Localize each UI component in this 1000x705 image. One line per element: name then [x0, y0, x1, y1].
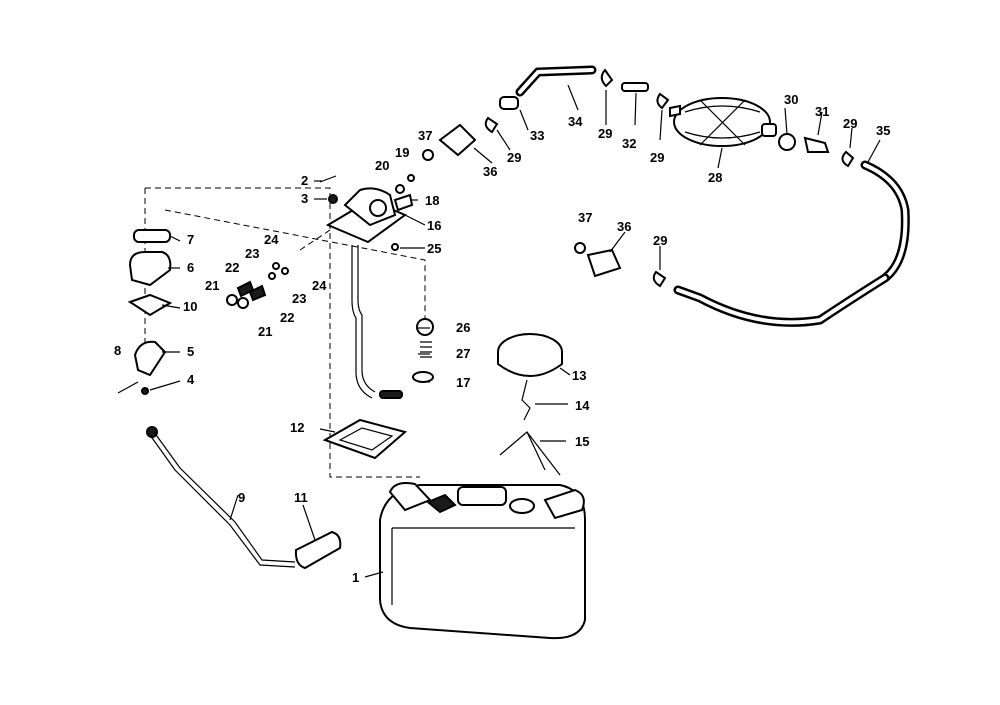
callout-21-lower: 21: [258, 324, 272, 339]
fittings: [422, 68, 855, 288]
callout-2: 2: [301, 173, 308, 188]
fuel-pickup-assembly: [325, 187, 414, 399]
callout-36-b: 36: [617, 219, 631, 234]
callout-31: 31: [815, 104, 829, 119]
callout-19: 19: [395, 145, 409, 160]
callout-1: 1: [352, 570, 359, 585]
callout-27: 27: [456, 346, 470, 361]
callout-36-a: 36: [483, 164, 497, 179]
callout-22-upper: 22: [225, 260, 239, 275]
callout-5: 5: [187, 344, 194, 359]
callout-22-lower: 22: [280, 310, 294, 325]
callout-28: 28: [708, 170, 722, 185]
callout-37-b: 37: [578, 210, 592, 225]
callout-25: 25: [427, 241, 441, 256]
callout-20: 20: [375, 158, 389, 173]
primer-bulb: [669, 97, 777, 147]
upper-hose: [515, 65, 910, 327]
gasket: [322, 418, 408, 460]
callout-23-upper: 23: [245, 246, 259, 261]
callout-24-lower: 24: [312, 278, 327, 293]
callout-11: 11: [294, 490, 308, 505]
callout-9: 9: [238, 490, 245, 505]
callout-29-c: 29: [507, 150, 521, 165]
callout-8: 8: [114, 343, 121, 358]
callout-18: 18: [425, 193, 439, 208]
callout-29-a: 29: [598, 126, 612, 141]
callout-35: 35: [876, 123, 890, 138]
callout-26: 26: [456, 320, 470, 335]
callout-4: 4: [187, 372, 195, 387]
callout-23-lower: 23: [292, 291, 306, 306]
fuel-tank: [379, 482, 586, 640]
callout-16: 16: [427, 218, 441, 233]
callout-29-d: 29: [843, 116, 857, 131]
callout-12: 12: [290, 420, 304, 435]
callout-labels: 1 2 3 4 5 6 7 8 9 10 11 12 13 14 15 16 1…: [114, 92, 890, 585]
callout-10: 10: [183, 299, 197, 314]
callout-7: 7: [187, 232, 194, 247]
callout-14: 14: [575, 398, 590, 413]
tank-cap: [412, 318, 563, 476]
callout-37-a: 37: [418, 128, 432, 143]
small-hardware: [117, 174, 415, 395]
leader-lines: [149, 84, 881, 578]
fuel-gauge-parts: [127, 229, 173, 377]
callout-13: 13: [572, 368, 586, 383]
callout-3: 3: [301, 191, 308, 206]
callout-33: 33: [530, 128, 544, 143]
callout-24-upper: 24: [264, 232, 279, 247]
callout-15: 15: [575, 434, 589, 449]
callout-32: 32: [622, 136, 636, 151]
callout-21-upper: 21: [205, 278, 219, 293]
callout-29-b: 29: [650, 150, 664, 165]
callout-6: 6: [187, 260, 194, 275]
pickup-tube: [146, 426, 342, 570]
callout-17: 17: [456, 375, 470, 390]
callout-34: 34: [568, 114, 583, 129]
callout-29-e: 29: [653, 233, 667, 248]
callout-30: 30: [784, 92, 798, 107]
